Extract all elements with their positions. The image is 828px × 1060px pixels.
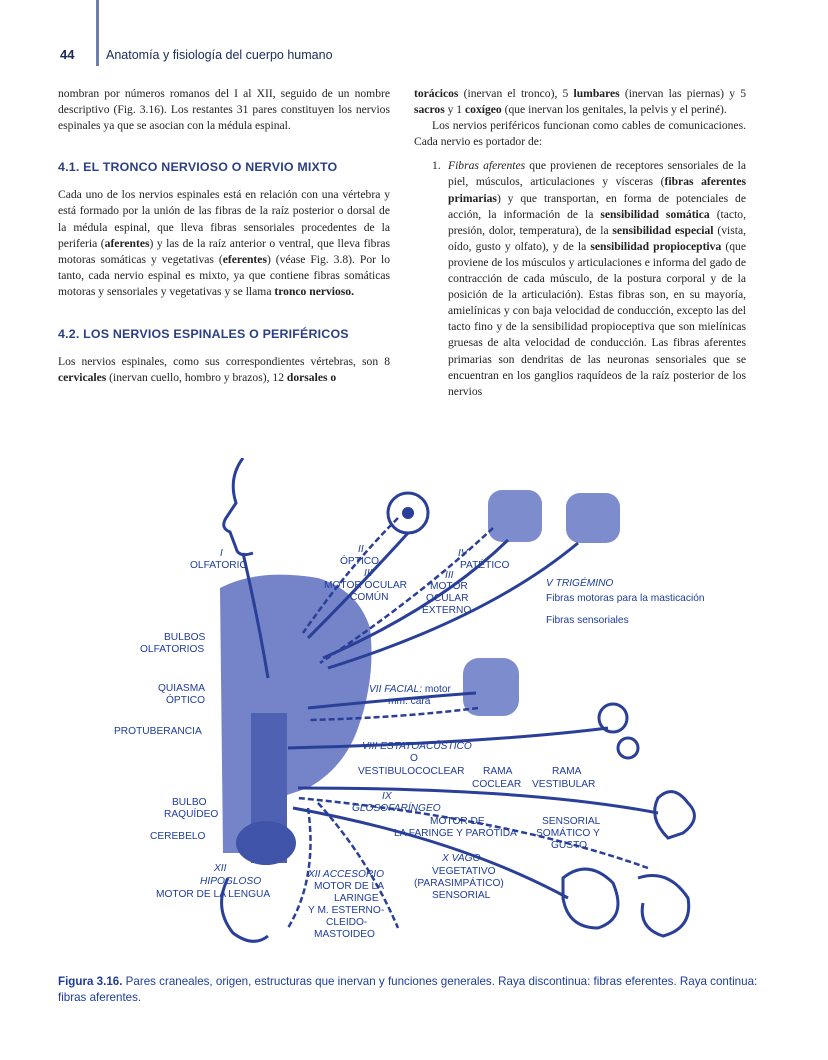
efferent-nerve-lines [286,517,649,929]
figure-illustration: I OLFATORIO II ÓPTICO III MOTOR OCULAR C… [114,458,705,943]
label-patetico: PATÉTICO [460,558,510,571]
label-vegetativo: VEGETATIVO [432,866,496,877]
label-x-sensorial: SENSORIAL [432,890,491,901]
label-xi-laringe: LARINGE [334,893,379,904]
label-xi-mastoideo: MASTOIDEO [314,929,375,940]
label-xi-esterno: Y M. ESTERNO- [308,905,384,916]
label-motor-de: MOTOR DE [430,816,485,827]
fiber-list: 1.Fibras aferentes que provienen de rece… [414,158,746,399]
right-column: torácicos (inervan el tronco), 5 lumbare… [414,86,746,400]
label-xi-motor: MOTOR DE LA [314,881,384,892]
figure-labels: I OLFATORIO II ÓPTICO III MOTOR OCULAR C… [114,544,705,940]
label-faringe: LA FARINGE Y PARÓTIDA [394,826,517,839]
label-fibras-sensoriales: Fibras sensoriales [546,615,629,626]
caption-label: Figura 3.16. [58,975,123,988]
section-heading-4-2: 4.2. LOS NERVIOS ESPINALES O PERIFÉRICOS [58,327,349,342]
header-rule [96,0,99,66]
list-item: 1.Fibras aferentes que provienen de rece… [432,159,746,398]
label-optico: ÓPTICO [340,554,379,567]
label-vii-facial: VII FACIAL: motor [369,684,452,695]
intestine-icon [637,874,691,938]
label-somatico: SOMÁTICO Y [536,826,600,839]
label-vi-ocular: OCULAR [426,593,468,604]
label-iv-num: IV [458,548,469,559]
label-quiasma: QUIASMA [158,683,205,694]
figure-caption: Figura 3.16. Pares craneales, origen, es… [58,974,758,1006]
label-iii-num: III [364,568,373,579]
label-rama-vestibular-1: RAMA [552,766,582,777]
label-xi-accesorio: XII ACCESORIO [307,869,384,880]
jaw-icon [220,877,269,943]
label-comun: COMÚN [350,590,388,603]
label-parasimpatico: (PARASIMPÁTICO) [414,876,504,889]
face-patch-2 [566,493,620,543]
paragraph-continuation: torácicos (inervan el tronco), 5 lumbare… [414,87,746,117]
paragraph-tronco: Cada uno de los nervios espinales está e… [58,188,390,298]
label-gusto: GUSTO [551,840,587,851]
label-vi-num: III [445,570,454,581]
label-vi-motor: MOTOR [430,581,468,592]
face-patch-3 [463,658,519,716]
label-olfatorios: OLFATORIOS [140,644,204,655]
cerebellum-shape [236,821,296,865]
eye-pupil-icon [402,507,414,519]
page-number: 44 [60,47,75,62]
label-viii-o: O [410,753,418,764]
label-olfatorio: OLFATORIO [190,560,247,571]
label-rama-coclear-1: RAMA [483,766,513,777]
label-xii: XII [213,863,227,874]
cranial-nerves-figure: I OLFATORIO II ÓPTICO III MOTOR OCULAR C… [108,458,748,953]
running-title: Anatomía y fisiología del cuerpo humano [106,48,333,62]
caption-text: Pares craneales, origen, estructuras que… [58,975,758,1004]
label-xi-cleido: CLEIDO- [326,917,367,928]
label-vestibulococlear: VESTIBULOCOCLEAR [358,766,464,777]
label-i-num: I [220,548,223,559]
afferent-nerve-lines [241,531,659,900]
stomach-icon [561,867,620,930]
label-glosofaringeo: GLOSOFARÍNGEO [352,801,441,814]
face-patch-1 [488,490,542,542]
label-rama-vestibular-2: VESTIBULAR [532,779,595,790]
head-profile-top [222,458,254,557]
label-trigemino: V TRIGÉMINO [546,576,613,589]
label-ix: IX [382,791,393,802]
brain-shape [220,574,372,853]
label-raquideo: RAQUÍDEO [164,807,218,820]
label-motor-lengua: MOTOR DE LA LENGUA [156,889,270,900]
label-fibras-motoras: Fibras motoras para la masticación [546,593,705,604]
label-motor-ocular: MOTOR OCULAR [324,580,407,591]
left-column: nombran por números romanos del I al XII… [58,86,390,386]
cochlea-icon [597,702,629,734]
label-rama-coclear-2: COCLEAR [472,779,521,790]
label-bulbo: BULBO [172,797,207,808]
label-vi-externo: EXTERNO [422,605,471,616]
label-protuberancia: PROTUBERANCIA [114,726,202,737]
label-quiasma-optico: ÓPTICO [166,693,205,706]
section-heading-4-1: 4.1. EL TRONCO NERVIOSO O NERVIO MIXTO [58,160,338,175]
label-hipogloso: HIPOGLOSO [200,876,261,887]
label-vii-mm: mm. cara [388,696,431,707]
intro-paragraph: nombran por números romanos del I al XII… [58,87,390,133]
label-sensorial: SENSORIAL [542,816,601,827]
label-viii: VIII ESTATOACÚSTICO [362,739,472,752]
paragraph-espinales: Los nervios espinales, como sus correspo… [58,355,390,385]
label-bulbos: BULBOS [164,632,206,643]
label-x-vago: X VAGO [441,853,481,864]
semicircular-icon [616,736,640,760]
heart-icon [653,790,696,840]
label-cerebelo: CEREBELO [150,831,206,842]
paragraph-cables: Los nervios periféricos funcionan como c… [414,119,746,149]
label-ii-num: II [358,544,364,555]
